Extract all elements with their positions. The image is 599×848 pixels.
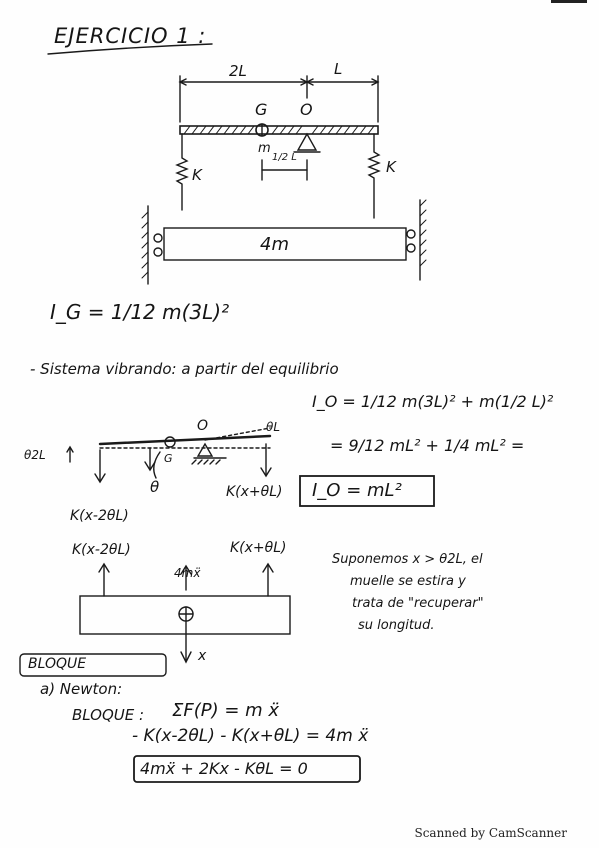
equation-label: BLOQUE :: [72, 706, 145, 724]
theta-arc: [153, 451, 161, 479]
equation-final: 4mẍ + 2Kx - KθL = 0: [140, 759, 308, 778]
section-heading: - Sistema vibrando: a partir del equilib…: [30, 360, 339, 378]
label-G: G: [255, 100, 268, 119]
force-left-label: K(x-2θL): [70, 508, 129, 524]
rigid-bar: [179, 125, 379, 135]
equation-forces: - K(x-2θL) - K(x+θL) = 4m ẍ: [132, 726, 369, 746]
box-I-O: [299, 475, 435, 507]
scan-edge-mark: [551, 0, 587, 3]
inertia-G-formula: I_G = 1/12 m(3L)²: [50, 300, 230, 324]
final-equation-box: [133, 755, 361, 783]
force-right-label: K(x+θL): [226, 484, 283, 500]
theta-label: θ: [150, 478, 160, 496]
dimension-L: L: [334, 60, 343, 78]
note-line4: su longitud.: [358, 618, 435, 633]
block-4m: [163, 227, 407, 261]
pivot-O-rotated: [196, 442, 214, 457]
diagram2-label-O: O: [197, 418, 209, 434]
inertia-O-boxed: I_O = mL²: [312, 480, 402, 501]
scanner-watermark: Scanned by CamScanner: [414, 826, 567, 840]
label-m: m: [258, 141, 271, 156]
label-O: O: [300, 100, 313, 119]
spring-left: [175, 133, 189, 211]
fbd-force-left-label: K(x-2θL): [72, 542, 131, 558]
note-line2: muelle se estira y: [350, 574, 466, 589]
mass-G-rotated: [164, 436, 176, 448]
equation-newton: ΣF(P) = m ẍ: [172, 700, 280, 721]
diagram2-label-G: G: [164, 452, 173, 465]
newton-heading: a) Newton:: [40, 680, 123, 698]
x-label: x: [198, 648, 207, 664]
theta-L-label: θL: [266, 420, 281, 434]
title-underline: [47, 43, 213, 55]
note-line3: trata de "recuperar": [352, 596, 484, 611]
bloque-box: [19, 653, 167, 677]
spring-K-left: K: [192, 166, 202, 184]
spring-K-right: K: [386, 158, 396, 176]
bar-hatching: [183, 125, 375, 135]
spring-right: [367, 133, 381, 219]
note-line1: Suponemos x > θ2L, el: [332, 552, 483, 567]
fbd-force-right-label: K(x+θL): [230, 540, 287, 556]
label-half-L: 1/2 L: [272, 152, 297, 163]
dimension-arrows: [178, 78, 380, 86]
theta-2L-label: θ2L: [24, 448, 46, 462]
bloque-heading: BLOQUE: [28, 656, 87, 672]
exercise-title: EJERCICIO 1 :: [54, 24, 207, 48]
inertia-O-line2: = 9/12 mL² + 1/4 mL² =: [330, 436, 525, 455]
bar-rotated: [98, 434, 272, 446]
block-label: 4m: [260, 234, 289, 255]
block-FBD: [79, 595, 291, 635]
inertia-force-label: 4mẍ: [174, 566, 201, 580]
dimension-2L: 2L: [229, 62, 247, 80]
inertia-O-line1: I_O = 1/12 m(3L)² + m(1/2 L)²: [312, 392, 554, 411]
pivot-O: [296, 132, 318, 151]
